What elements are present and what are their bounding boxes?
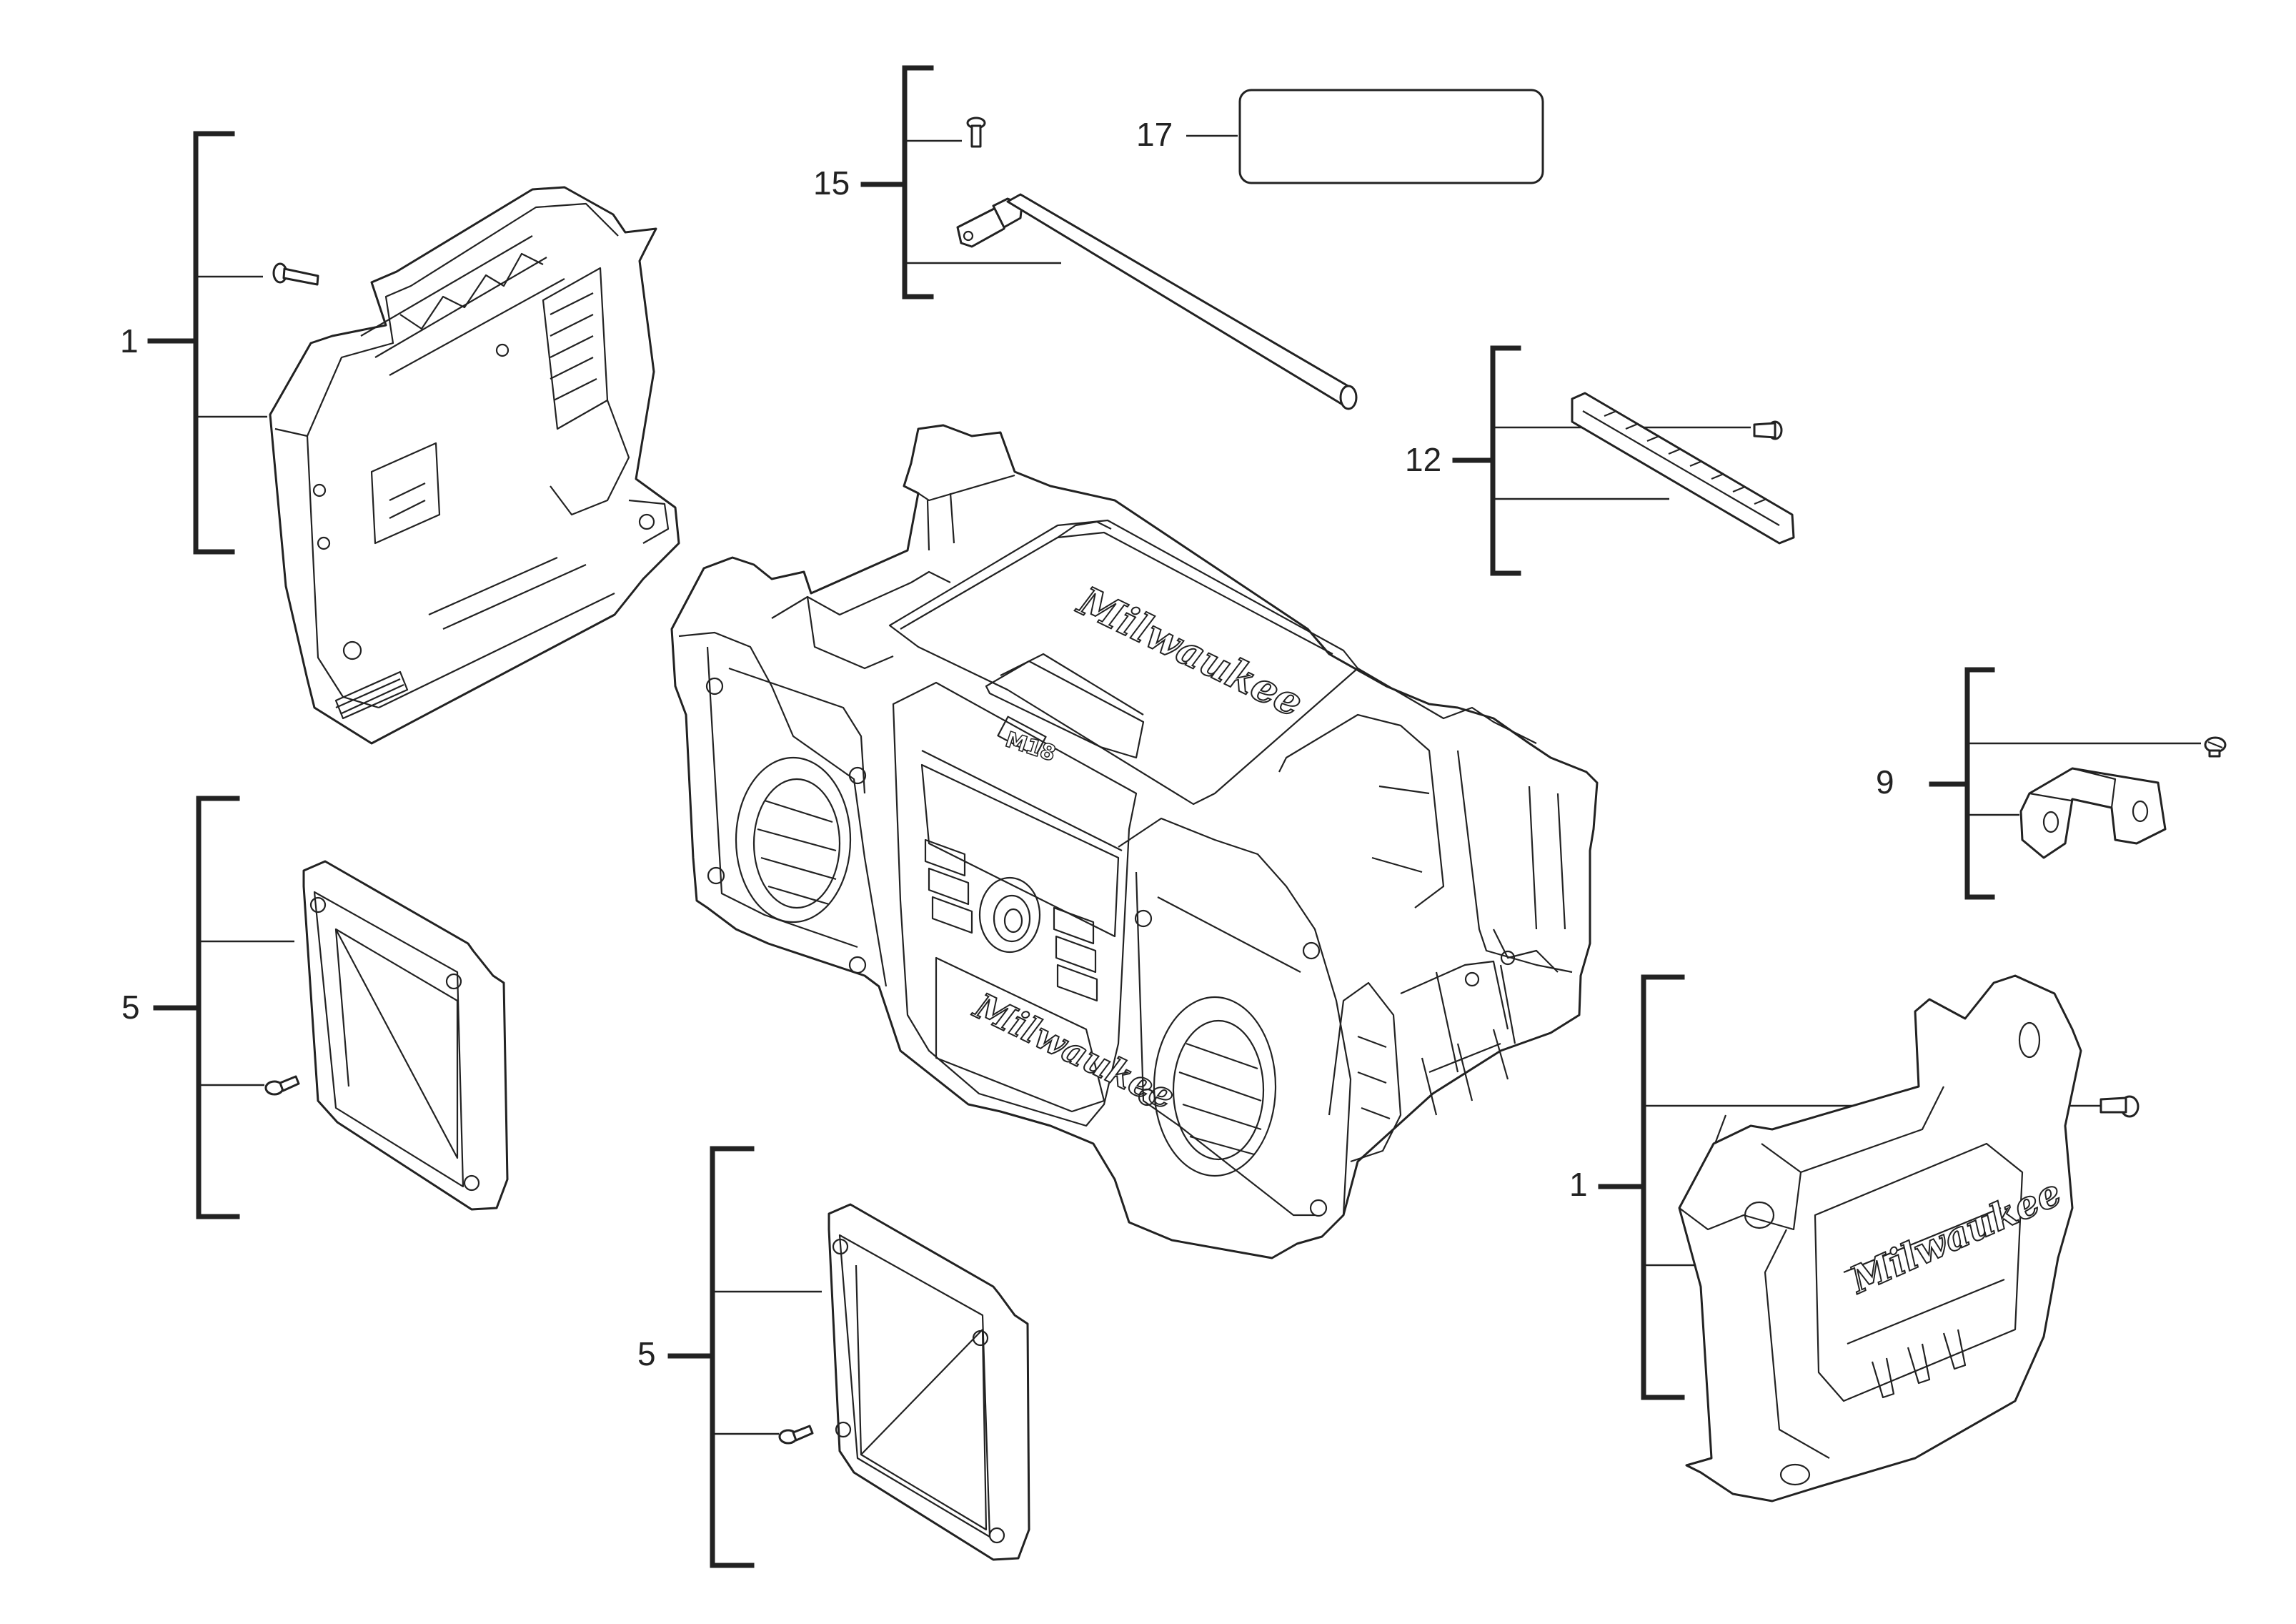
- callout-number: 5: [637, 1335, 656, 1372]
- callout-group-5-bottom: 5: [637, 1146, 822, 1568]
- callout-number: 12: [1405, 441, 1441, 478]
- speaker-cover-panel-part: [828, 1203, 1030, 1561]
- callout-number: 9: [1876, 763, 1894, 801]
- side-cover-left-part: [269, 186, 680, 745]
- callout-number: 1: [120, 322, 139, 360]
- screw-icon: [1753, 420, 1783, 440]
- callout-group-15: 15: [813, 65, 1061, 299]
- label-plate-part: [1238, 89, 1544, 184]
- radio-main-housing: M18 Milwaukee Milwaukee: [670, 424, 1599, 1259]
- antenna-part: [956, 193, 1358, 410]
- callout-group-17: 17: [1136, 89, 1544, 184]
- grille-strip-part: [1571, 392, 1795, 545]
- callout-group-9: 9: [1876, 667, 2201, 900]
- callout-number: 15: [813, 164, 850, 202]
- screw-icon: [2204, 736, 2227, 758]
- side-cover-right-part: Milwaukee: [1678, 974, 2082, 1502]
- screw-icon: [2099, 1095, 2140, 1118]
- callout-number: 17: [1136, 116, 1173, 153]
- screw-icon: [778, 1425, 814, 1445]
- callout-number: 5: [121, 989, 140, 1026]
- callout-group-5-left: 5: [121, 796, 294, 1219]
- screw-icon: [966, 117, 986, 148]
- mounting-bracket-part: [2019, 767, 2167, 859]
- screw-icon: [264, 1075, 300, 1096]
- screw-icon: [272, 262, 319, 286]
- callout-group-1-top: 1: [120, 131, 267, 555]
- callout-number: 1: [1569, 1166, 1588, 1203]
- speaker-cover-panel-part: [302, 860, 509, 1211]
